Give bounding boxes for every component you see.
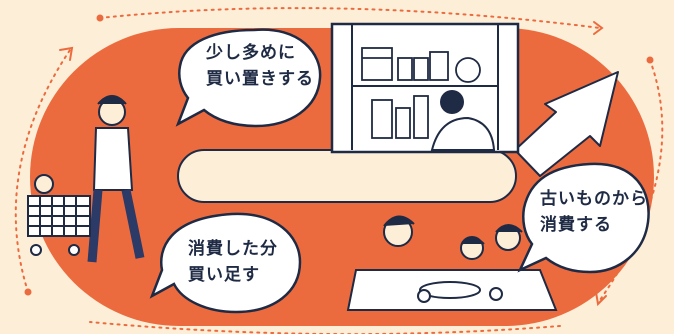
speech-bubble-rebuy [149, 212, 302, 314]
family-shopping-illustration [27, 95, 145, 263]
center-pill [177, 149, 517, 203]
dot-icon [646, 56, 654, 64]
step-rebuy-label: 消費した分買い足す [188, 239, 278, 285]
dot-icon [96, 14, 104, 22]
family-dining-illustration [346, 215, 558, 311]
flow-arrow-icons [514, 71, 619, 177]
speech-bubble-use-old [517, 162, 650, 274]
dot-icon [24, 288, 32, 296]
speech-bubble-stock [175, 28, 322, 128]
step-stock-label: 少し多めに買い置きする [206, 43, 314, 89]
arrowhead-icons [59, 21, 607, 307]
step-use-old-label: 古いものから消費する [540, 189, 648, 235]
pantry-shelf-illustration [330, 22, 520, 154]
